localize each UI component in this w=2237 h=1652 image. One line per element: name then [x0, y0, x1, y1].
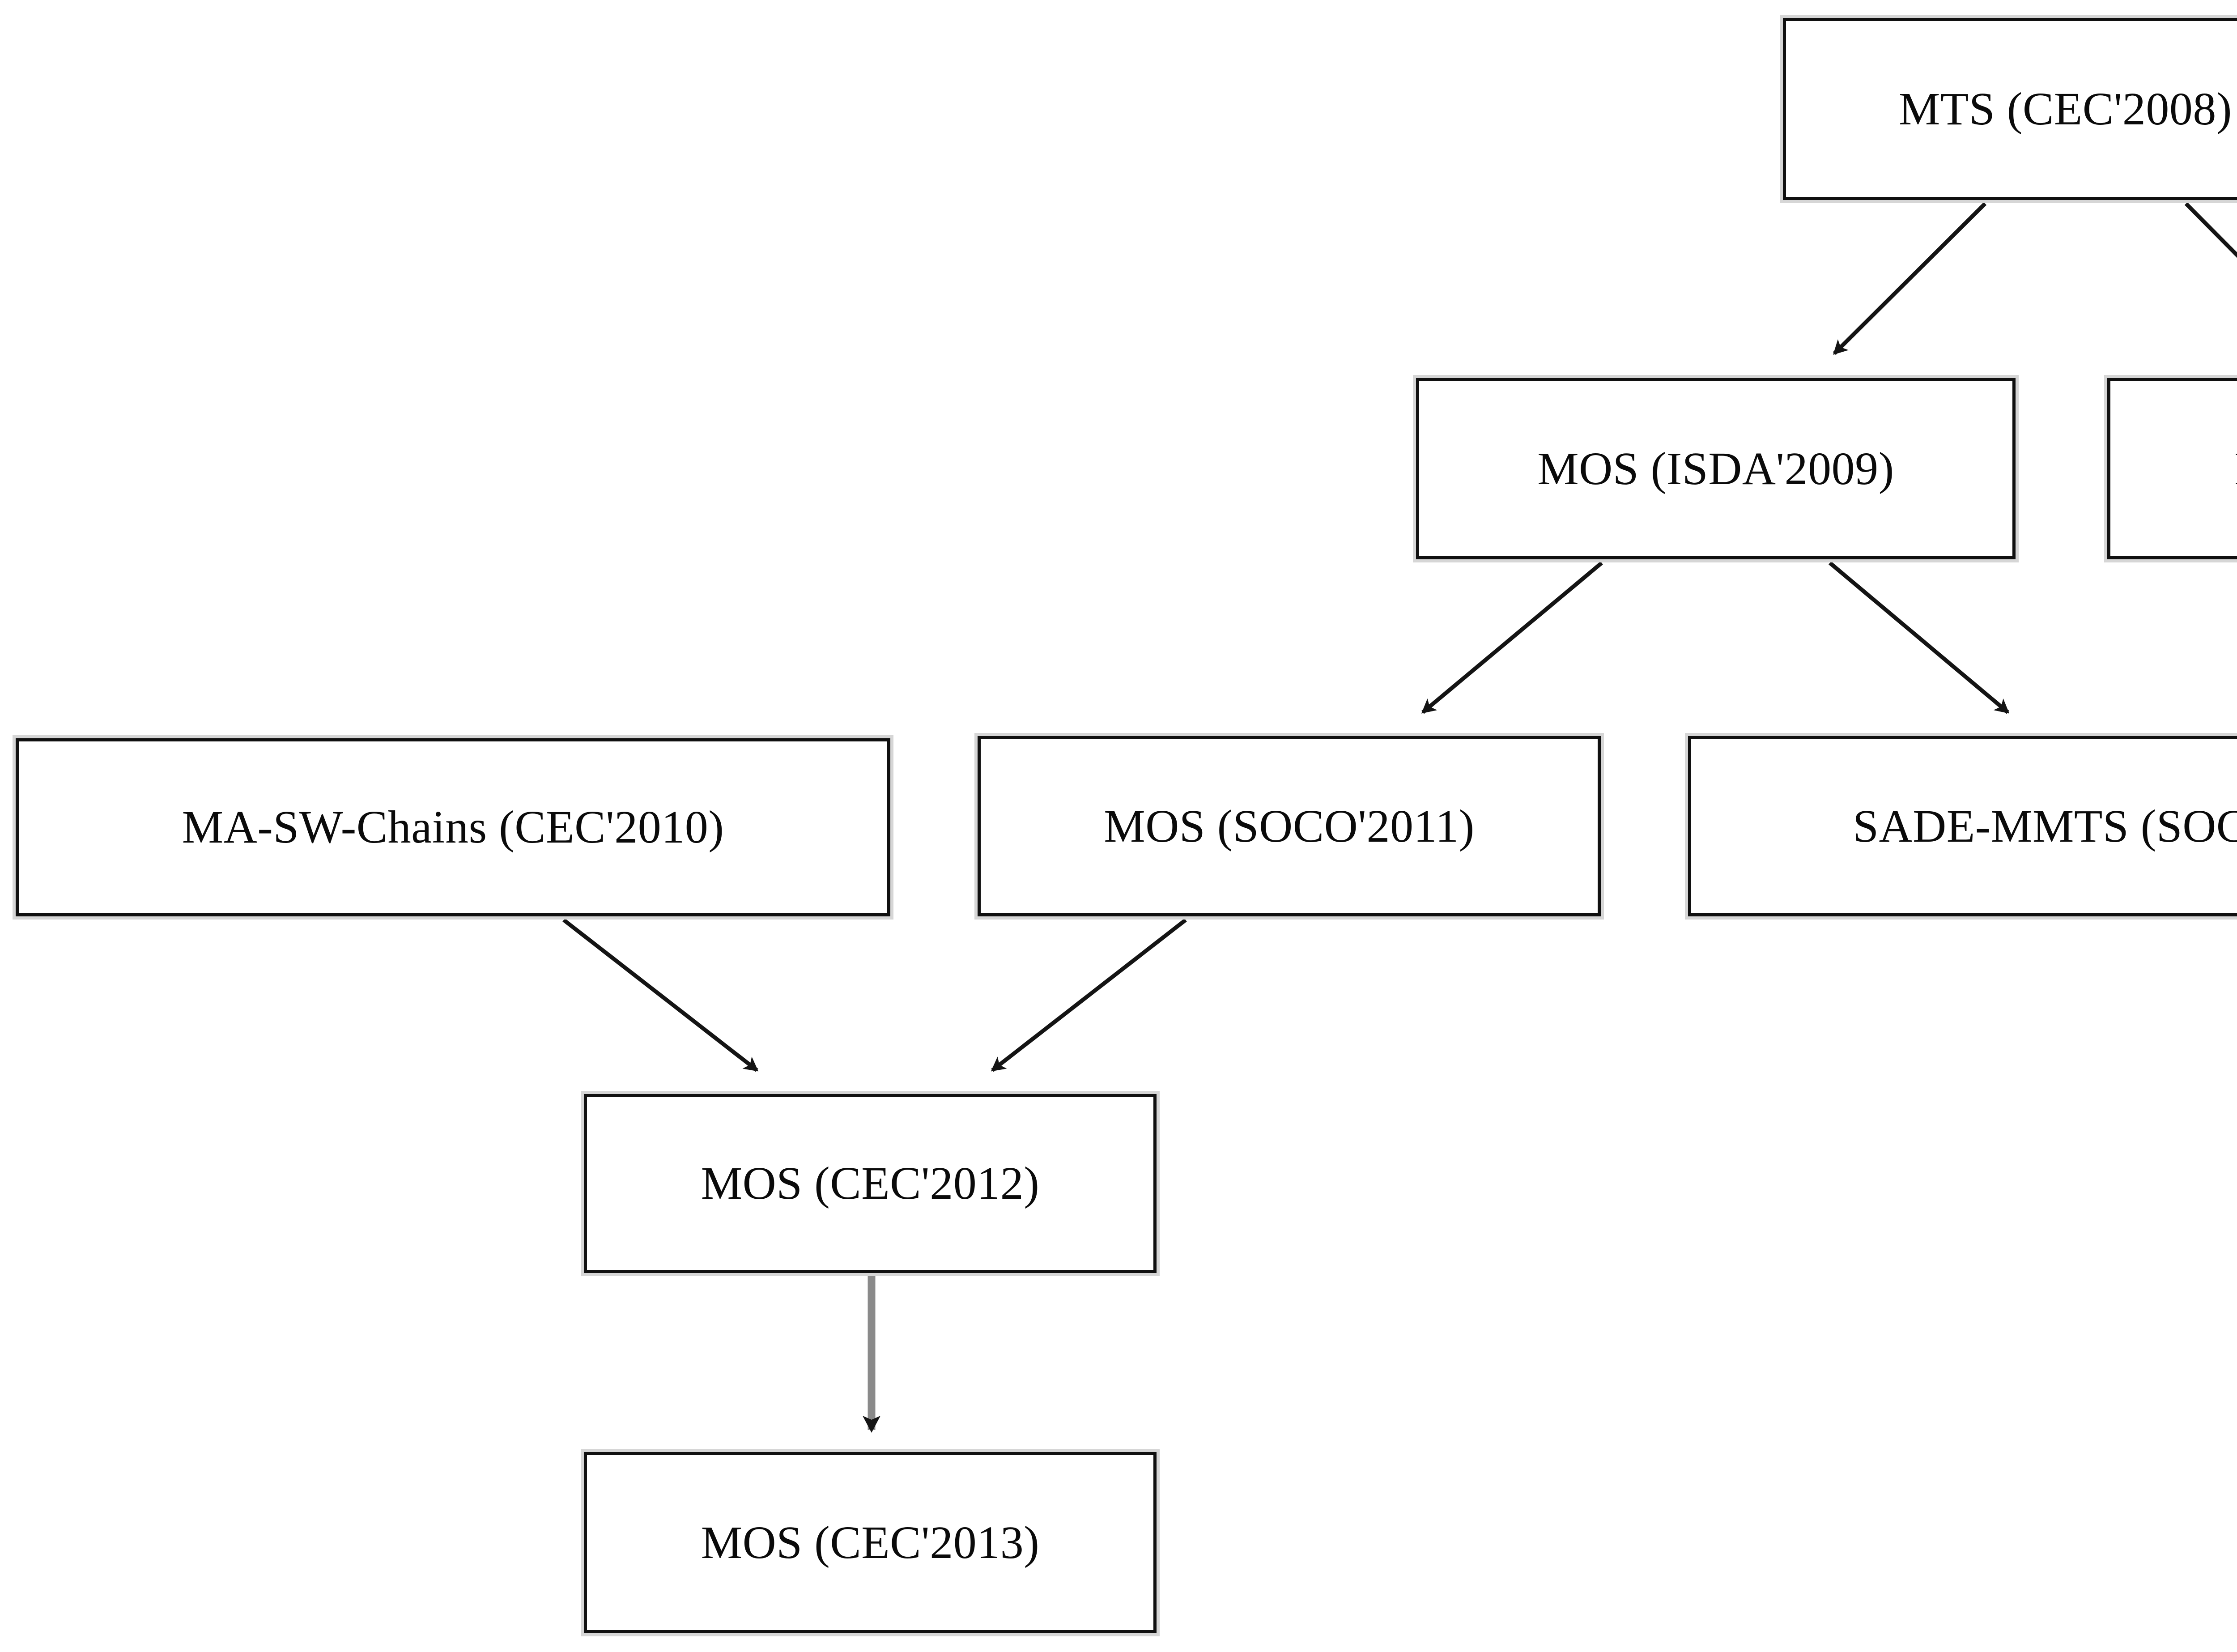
- edge-ma-sw-chains-to-mos-cec-2012: [562, 918, 759, 1072]
- node-mos-cec-2012[interactable]: MOS (CEC'2012): [581, 1091, 1160, 1276]
- edge-mos-isda-to-mos-soco: [1421, 561, 1603, 714]
- node-label: MA-SW-Chains (CEC'2010): [182, 801, 724, 853]
- node-ihdels-cec-2015[interactable]: IHDELS (CEC'2015): [2104, 375, 2237, 562]
- node-mos-isda-2009[interactable]: MOS (ISDA'2009): [1413, 375, 2019, 562]
- node-ma-sw-chains-cec-2010[interactable]: MA-SW-Chains (CEC'2010): [13, 735, 893, 920]
- node-label: MOS (CEC'2013): [701, 1516, 1040, 1568]
- edge-mts-to-ihdels: [2184, 202, 2237, 258]
- edge-mos-soco-to-mos-cec-2012: [991, 918, 1187, 1072]
- node-label: SADE-MMTS (SOCO'2011): [1853, 800, 2237, 852]
- node-mos-soco-2011[interactable]: MOS (SOCO'2011): [974, 733, 1604, 920]
- node-mos-cec-2013[interactable]: MOS (CEC'2013): [581, 1449, 1160, 1636]
- node-label: MTS (CEC'2008): [1898, 83, 2233, 135]
- node-label: MOS (SOCO'2011): [1104, 800, 1475, 852]
- edge-mts-to-mos-isda: [1833, 202, 1987, 355]
- node-label: MOS (CEC'2012): [701, 1158, 1040, 1209]
- node-mts-cec-2008[interactable]: MTS (CEC'2008): [1780, 15, 2237, 203]
- node-label: IHDELS (CEC'2015): [2234, 444, 2237, 493]
- node-sade-mmts-soco-2011[interactable]: SADE-MMTS (SOCO'2011): [1685, 733, 2237, 920]
- node-label: MOS (ISDA'2009): [1537, 443, 1894, 494]
- edge-mos-isda-to-sade-mmts: [1829, 561, 2010, 714]
